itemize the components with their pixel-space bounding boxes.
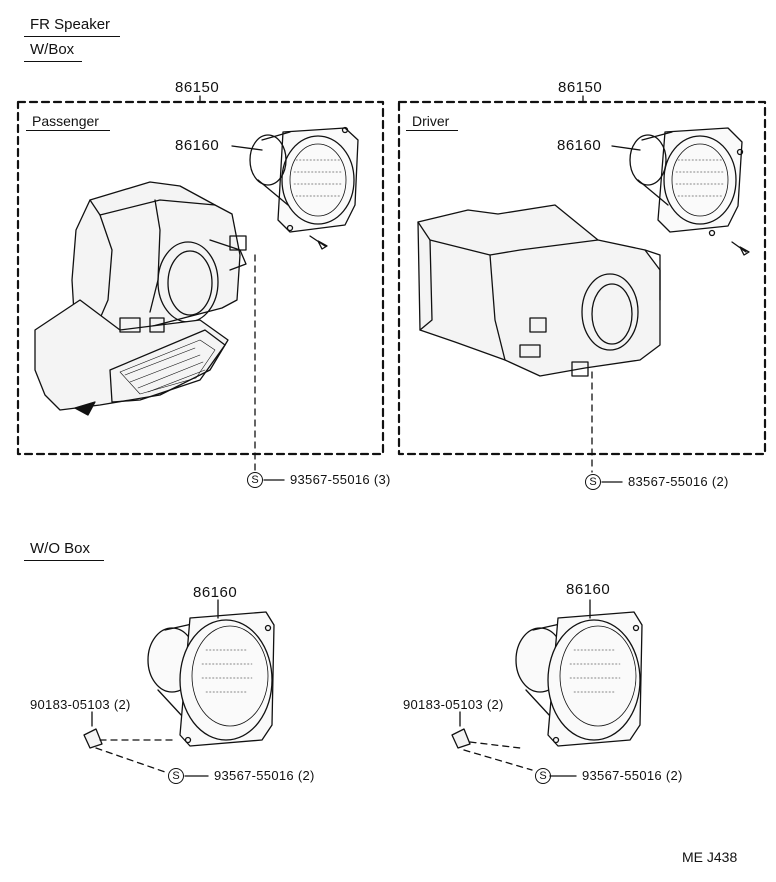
driver-label-underline xyxy=(406,130,458,131)
wo-left-screw-symbol: S xyxy=(168,768,184,784)
diagram-title: FR Speaker xyxy=(30,16,111,33)
with-box-underline xyxy=(24,61,82,62)
wo-left-nut-ref: 90183-05103 (2) xyxy=(30,697,131,712)
passenger-speaker-box xyxy=(34,181,247,416)
driver-screw-ref: 83567-55016 (2) xyxy=(628,474,729,489)
wo-right-nut xyxy=(451,728,471,749)
driver-assembly-part-number: 86150 xyxy=(558,79,603,96)
passenger-screw-symbol: S xyxy=(247,472,263,488)
wo-right-screw-ref: 93567-55016 (2) xyxy=(582,768,683,783)
without-box-heading: W/O Box xyxy=(30,540,91,557)
driver-speaker-unit xyxy=(629,127,750,256)
wo-left-speaker-part-number: 86160 xyxy=(193,584,238,601)
wo-right-speaker-part-number: 86160 xyxy=(566,581,611,598)
wo-box-right-speaker xyxy=(515,611,643,747)
wo-right-nut-ref: 90183-05103 (2) xyxy=(403,697,504,712)
passenger-label-underline xyxy=(26,130,110,131)
diagram-code: ME J438 xyxy=(682,849,738,865)
driver-speaker-box xyxy=(417,204,661,377)
passenger-label: Passenger xyxy=(30,113,101,129)
driver-speaker-part-number: 86160 xyxy=(557,137,602,154)
driver-group-frame xyxy=(397,100,767,456)
passenger-assembly-part-number: 86150 xyxy=(175,79,220,96)
wo-left-screw-ref: 93567-55016 (2) xyxy=(214,768,315,783)
passenger-screw-ref: 93567-55016 (3) xyxy=(290,472,391,487)
driver-screw-symbol: S xyxy=(585,474,601,490)
passenger-speaker-part-number: 86160 xyxy=(175,137,220,154)
wo-left-nut xyxy=(83,728,103,749)
passenger-speaker-unit xyxy=(249,126,359,250)
driver-label: Driver xyxy=(410,113,452,129)
with-box-heading: W/Box xyxy=(30,41,75,58)
title-underline xyxy=(24,36,120,37)
wo-box-left-speaker xyxy=(147,611,275,747)
without-box-underline xyxy=(24,560,104,561)
wo-right-screw-symbol: S xyxy=(535,768,551,784)
